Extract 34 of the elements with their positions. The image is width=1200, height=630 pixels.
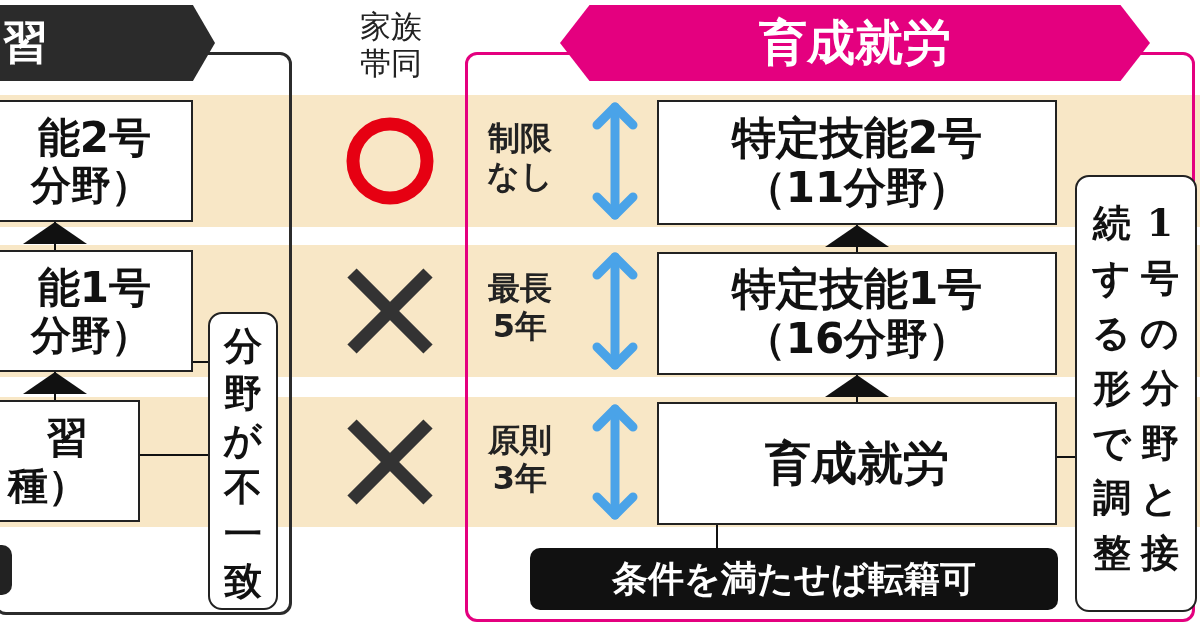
stage-name: 能2号 [37, 113, 151, 163]
stage-box [657, 402, 1057, 525]
field-count: 分野） [31, 162, 151, 209]
arrow [23, 221, 87, 251]
dark-tab [0, 545, 12, 595]
callout-bubble [208, 312, 278, 610]
field-count: 種） [8, 462, 88, 509]
duration-label: 制限なし [486, 119, 554, 196]
duration-label: 原則3年 [487, 421, 553, 498]
stage-name: 特定技能1号 [731, 264, 983, 315]
arrow [23, 371, 87, 401]
stage-name: 能1号 [37, 263, 151, 313]
callout-text: 分野が不一致 [224, 322, 262, 604]
program-panel [465, 5, 1195, 622]
field-count: （16分野） [743, 314, 971, 363]
panel-title: 育成就労 [560, 5, 1150, 81]
stage-box [657, 100, 1057, 225]
field-count: 分野） [31, 312, 151, 359]
callout-bubble [1075, 175, 1197, 612]
stage-name: 習 [46, 413, 88, 463]
column-heading: 家族帯同 [359, 8, 423, 83]
callout-text: 1号の分野と接続する形で調整 [1093, 199, 1179, 577]
panel-title: 習 [0, 5, 215, 81]
stage-box [0, 400, 140, 522]
stage-box [0, 100, 193, 222]
stage-name: 特定技能2号 [731, 113, 983, 164]
field-count: （11分野） [743, 163, 971, 212]
arrow [825, 224, 889, 253]
stage-name: 育成就労 [765, 437, 949, 490]
arrow [825, 374, 889, 403]
duration-label: 最長5年 [487, 269, 553, 346]
stage-box [657, 252, 1057, 375]
note-banner: 条件を満たせば転籍可 [530, 548, 1058, 610]
stage-box [0, 250, 193, 372]
